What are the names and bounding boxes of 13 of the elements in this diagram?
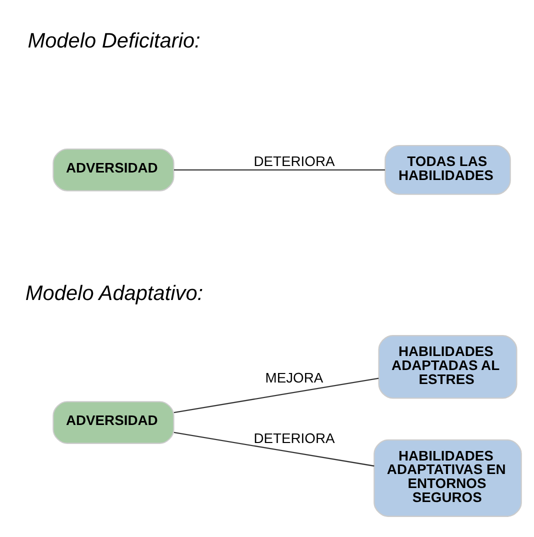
node-box: HABILIDADES ADAPTATIVAS EN ENTORNOS SEGUROS: [374, 438, 522, 516]
connector: [174, 168, 385, 170]
label: Modelo Deficitario:: [28, 29, 200, 52]
label: Modelo Adaptativo:: [25, 282, 204, 305]
node-box: ADVERSIDAD: [52, 400, 174, 444]
node-box: ADVERSIDAD: [52, 148, 174, 191]
node-box: HABILIDADES ADAPTADAS AL ESTRES: [378, 334, 518, 398]
edge-label: DETERIORA: [254, 152, 335, 168]
node-box: TODAS LAS HABILIDADES: [384, 144, 511, 194]
connector: [174, 377, 379, 413]
edge-label: DETERIORA: [254, 429, 335, 446]
edge-label: MEJORA: [265, 369, 324, 386]
connector: [174, 431, 374, 466]
